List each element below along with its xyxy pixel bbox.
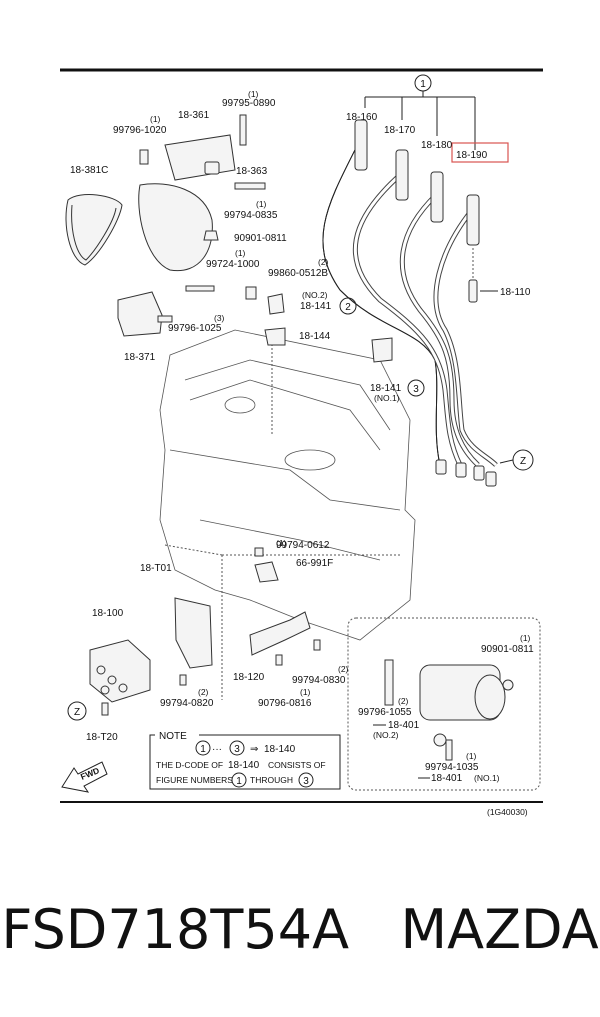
- engine-block: [159, 329, 416, 641]
- label-18-401-a: 18-401: [388, 720, 420, 731]
- label-18-190: 18-190: [456, 150, 488, 161]
- highlight-18-190: [451, 142, 509, 163]
- label-90901-0811-a: 90901-0811: [234, 233, 287, 244]
- coil-bracket: [174, 597, 213, 669]
- label-18-170: 18-170: [384, 125, 416, 136]
- callout-2: [339, 297, 357, 315]
- bolt-99794-0612: [254, 547, 264, 557]
- note-part: 18-140: [264, 744, 296, 755]
- qty-99796-1025: (3): [214, 313, 225, 323]
- no2-18-141: (NO.2): [302, 290, 328, 300]
- label-99794-0835: 99794-0835: [224, 210, 278, 221]
- leader-coil: [164, 544, 223, 556]
- label-18-144: 18-144: [299, 331, 331, 342]
- label-99796-1020: 99796-1020: [113, 125, 167, 136]
- callout-3-text: 3: [413, 384, 419, 395]
- callout-2-text: 2: [345, 302, 351, 313]
- label-99795-0890: 99795-0890: [222, 98, 276, 109]
- callout-z-left: [67, 701, 87, 721]
- label-18-180: 18-180: [421, 140, 453, 151]
- part-number-caption: FSD718T54A MAZDA: [1, 898, 599, 961]
- note-line3a: FIGURE NUMBERS: [156, 775, 233, 785]
- label-18-t20: 18-T20: [86, 732, 118, 743]
- bolt-99794-0820: [179, 674, 187, 686]
- starter-motor: [384, 659, 514, 761]
- note-box: NOTE 1 ··· 3 ⇒ 18-140 THE D-CODE OF 18-1…: [149, 729, 341, 790]
- sensor-66-991f: [254, 561, 279, 583]
- ignition-coil: [89, 639, 151, 716]
- label-99794-0612: 99794-0612: [276, 540, 330, 551]
- no1-18-401: (NO.1): [474, 773, 500, 783]
- label-18-110: 18-110: [500, 287, 531, 298]
- bolt-99794-0830: [313, 639, 321, 651]
- part-labels: 18-160 18-170 18-180 18-190 18-110 18-36…: [67, 89, 534, 817]
- label-99860-0512b: 99860-0512B: [268, 268, 328, 279]
- note-fig-3: 3: [234, 744, 240, 755]
- note-line2c: CONSISTS OF: [268, 760, 326, 770]
- note-line3b: 1: [236, 776, 242, 787]
- wire-bracket: [249, 611, 311, 656]
- label-99724-1000: 99724-1000: [206, 259, 260, 270]
- qty-99860-0512b: (2): [318, 257, 329, 267]
- note-arrow: ⇒: [250, 744, 258, 755]
- qty-99794-0830: (2): [338, 664, 349, 674]
- note-line2b: 18-140: [228, 760, 260, 771]
- note-dots: ···: [212, 744, 222, 755]
- qty-99724-1000: (1): [235, 248, 246, 258]
- upper-left-components: [65, 114, 393, 363]
- note-title: NOTE: [159, 731, 187, 742]
- spark-plug: [468, 248, 498, 303]
- label-90796-0816: 90796-0816: [258, 698, 312, 709]
- label-66-991f: 66-991F: [296, 558, 333, 569]
- no2-18-401: (NO.2): [373, 730, 399, 740]
- label-18-t01: 18-T01: [140, 563, 172, 574]
- label-18-100: 18-100: [92, 608, 124, 619]
- qty-99794-1035: (1): [466, 751, 477, 761]
- callout-3: [407, 379, 425, 397]
- label-18-401-b: 18-401: [431, 773, 463, 784]
- starter-inset-box: [347, 617, 541, 791]
- callout-1-top-text: 1: [420, 79, 426, 90]
- no1-18-141: (NO.1): [374, 393, 400, 403]
- qty-99796-1055: (2): [398, 696, 409, 706]
- note-line2a: THE D-CODE OF: [156, 760, 223, 770]
- label-99794-0820: 99794-0820: [160, 698, 214, 709]
- note-fig-1: 1: [200, 744, 206, 755]
- note-line3c: THROUGH: [250, 775, 293, 785]
- label-99796-1055: 99796-1055: [358, 707, 412, 718]
- label-99794-1035: 99794-1035: [425, 762, 479, 773]
- qty-99794-0835: (1): [256, 199, 267, 209]
- parts-diagram: 1: [60, 68, 543, 817]
- qty-99794-0820: (2): [198, 687, 209, 697]
- label-18-141-a: 18-141: [300, 301, 332, 312]
- qty-99794-0612: (1): [276, 538, 287, 548]
- bolt-90796-0816: [275, 654, 283, 666]
- callout-z-left-text: Z: [74, 707, 80, 718]
- label-18-381c: 18-381C: [70, 165, 108, 176]
- note-line3d: 3: [303, 776, 309, 787]
- qty-90796-0816: (1): [300, 687, 311, 697]
- reference-code: (1G40030): [487, 807, 528, 817]
- label-99794-0830: 99794-0830: [292, 675, 346, 686]
- label-99796-1025: 99796-1025: [168, 323, 222, 334]
- label-18-120: 18-120: [233, 672, 265, 683]
- label-18-141-b: 18-141: [370, 383, 402, 394]
- qty-90901-0811-b: (1): [520, 633, 531, 643]
- qty-99796-1020: (1): [150, 114, 161, 124]
- spark-plug-wires: [322, 119, 498, 487]
- label-90901-0811-b: 90901-0811: [481, 644, 534, 655]
- label-18-371: 18-371: [124, 352, 156, 363]
- label-18-160: 18-160: [346, 112, 378, 123]
- label-18-363: 18-363: [236, 166, 268, 177]
- callout-z-right-text: Z: [520, 456, 526, 467]
- fwd-arrow: FWD: [61, 761, 108, 793]
- qty-99795-0890: (1): [248, 89, 259, 99]
- label-18-361: 18-361: [178, 110, 210, 121]
